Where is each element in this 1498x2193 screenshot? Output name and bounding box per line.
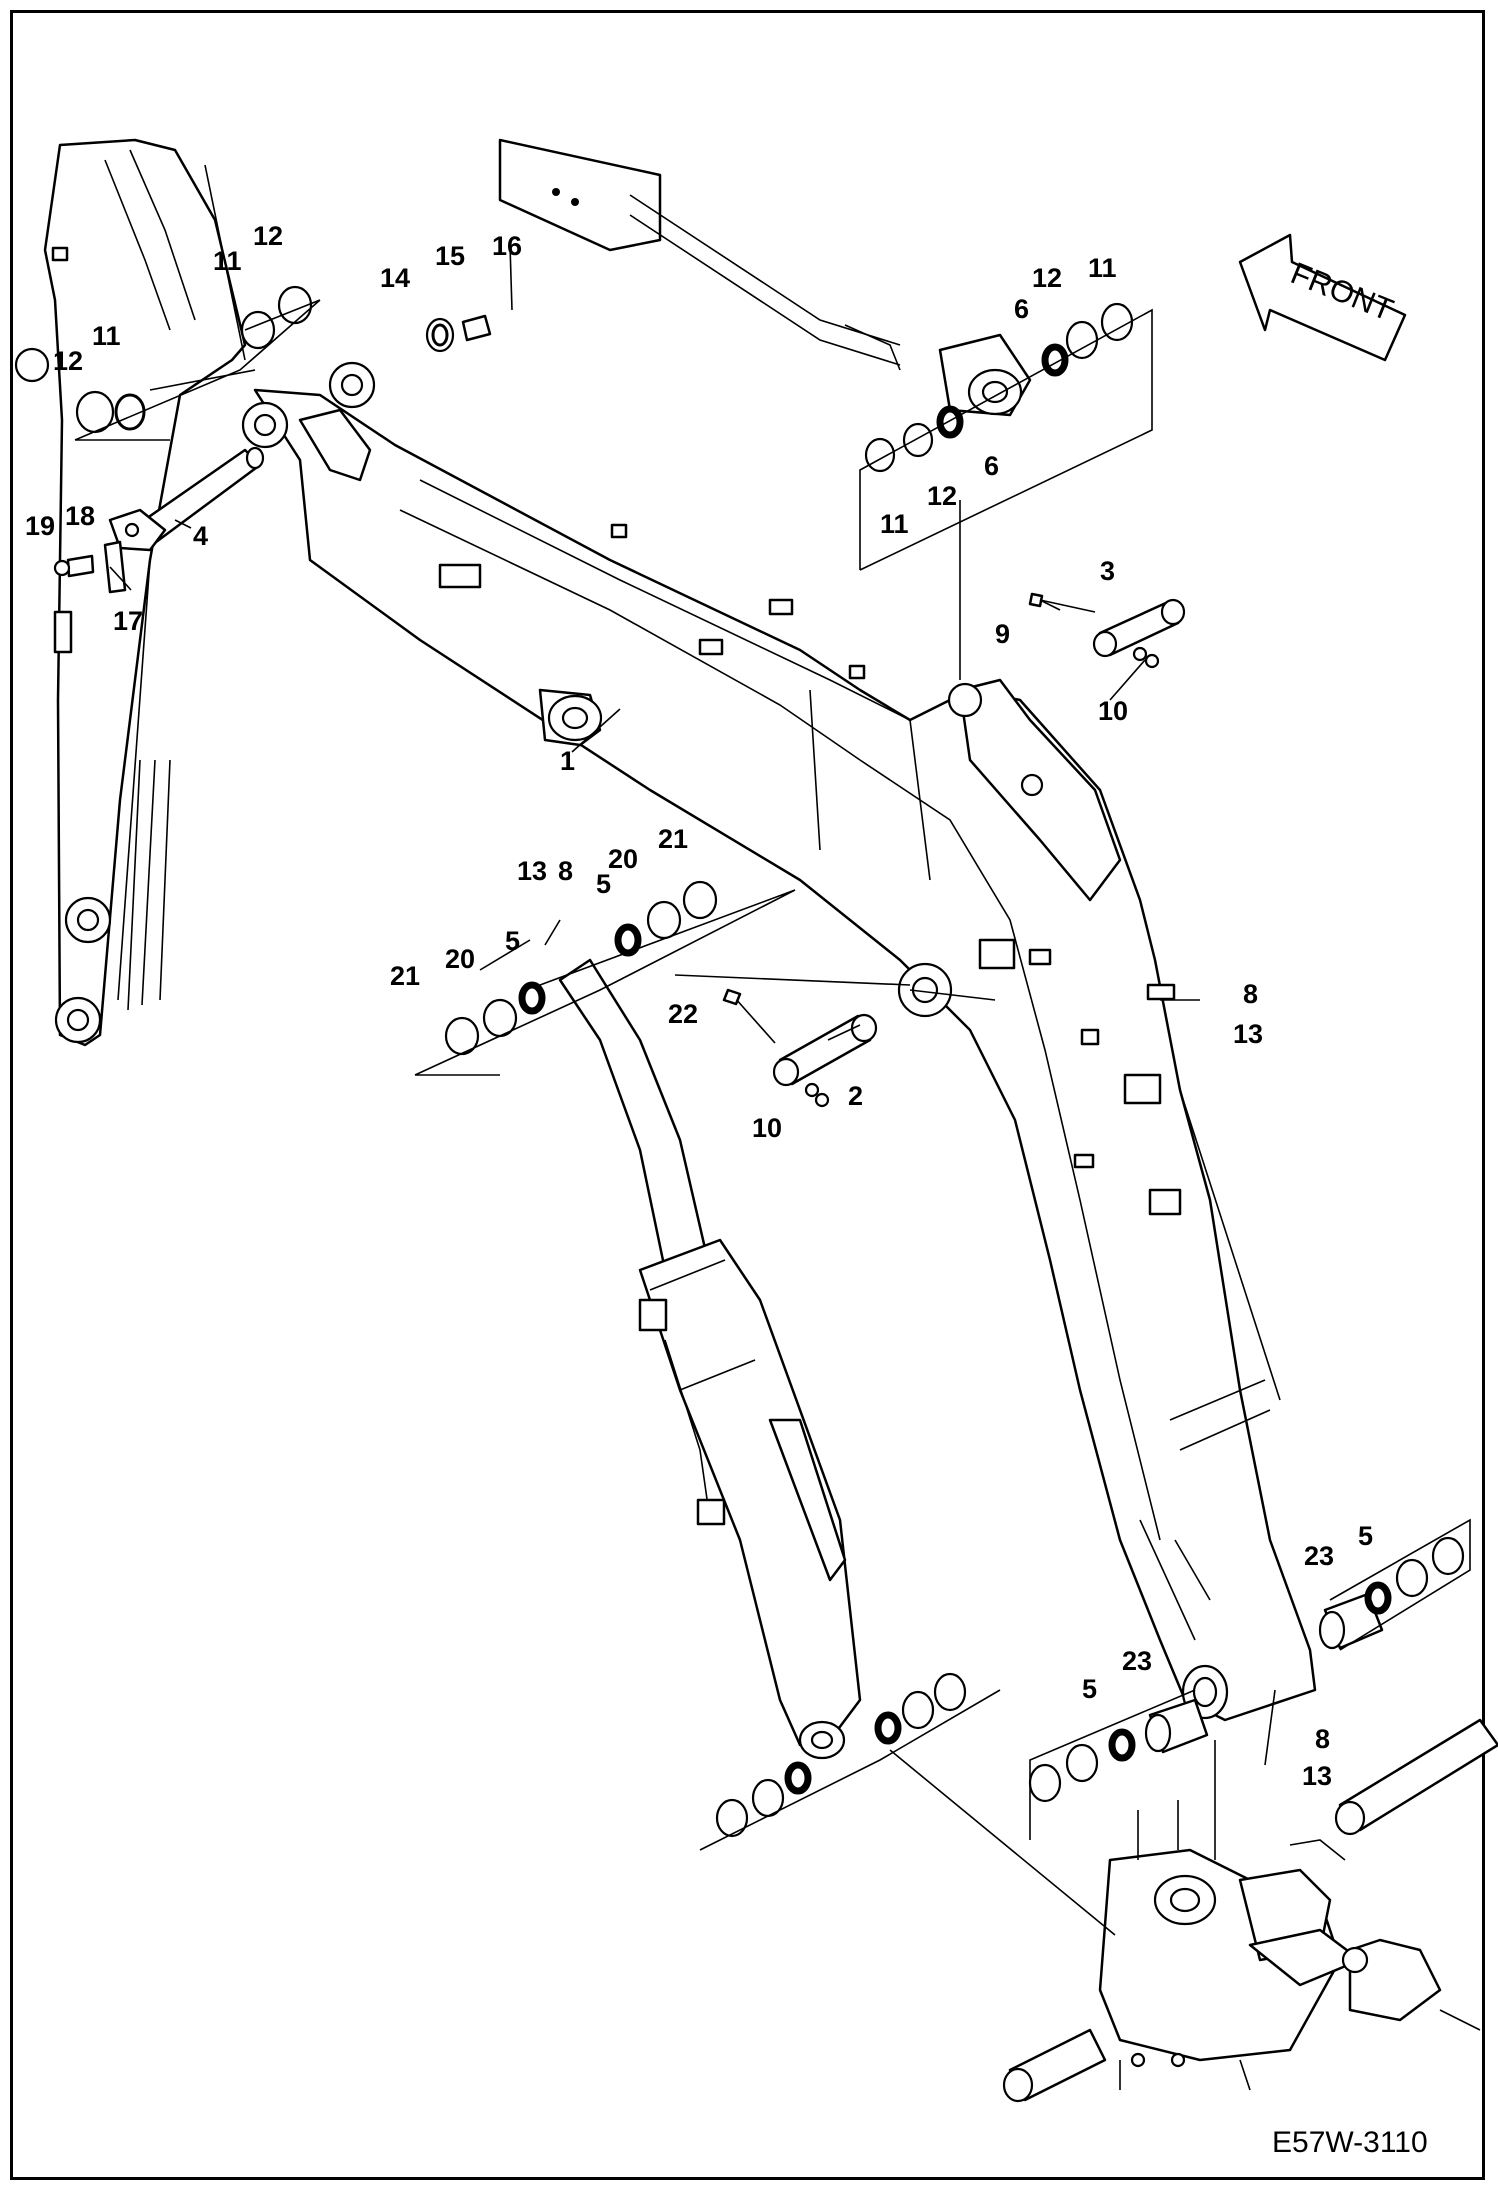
- callout-6-upper: 6: [1014, 294, 1029, 324]
- callout-12-lower-right: 12: [927, 481, 957, 511]
- callout-18: 18: [65, 501, 95, 531]
- drawing-code: E57W-3110: [1272, 2126, 1428, 2159]
- callout-12-mid-left: 12: [53, 346, 83, 376]
- callout-23-right: 23: [1304, 1541, 1334, 1571]
- swing-bracket: [1098, 1839, 1481, 2091]
- callout-8-head: 8: [558, 856, 573, 886]
- loose-parts: [53, 244, 1498, 2103]
- callout-13-head: 13: [517, 856, 547, 886]
- callout-12-top-left: 12: [253, 221, 283, 251]
- arm-cylinder: [498, 138, 1032, 417]
- callout-12-top-right: 12: [1032, 263, 1062, 293]
- callout-15: 15: [435, 241, 465, 271]
- callout-13-foot: 13: [1302, 1761, 1332, 1791]
- callout-21-left: 21: [390, 961, 420, 991]
- callout-11-top-right: 11: [1088, 253, 1117, 283]
- callout-8-foot: 8: [1315, 1724, 1330, 1754]
- callout-4: 4: [193, 521, 208, 551]
- callout-20-right: 20: [608, 844, 638, 874]
- callout-17: 17: [113, 606, 143, 636]
- callout-8-right: 8: [1243, 979, 1258, 1009]
- callout-11-mid-left: 11: [92, 321, 121, 351]
- callout-20-left: 20: [445, 944, 475, 974]
- callout-13-right: 13: [1233, 1019, 1263, 1049]
- callout-11-lower-right: 11: [880, 509, 909, 539]
- boom-cylinder: [538, 688, 862, 1760]
- callout-5-right-bottom: 5: [1358, 1521, 1373, 1551]
- arm-assembly: [14, 138, 256, 1047]
- callout-5-foot: 5: [1082, 1674, 1097, 1704]
- callout-5-right-head: 5: [596, 869, 611, 899]
- callout-6-lower: 6: [984, 451, 999, 481]
- callout-21-right: 21: [658, 824, 688, 854]
- callout-10-upper: 10: [1098, 696, 1128, 726]
- callout-10-lower: 10: [752, 1113, 782, 1143]
- boom-assembly: [241, 361, 1317, 1722]
- callout-2: 2: [848, 1081, 863, 1111]
- callout-11-top-left: 11: [213, 246, 242, 276]
- callout-19: 19: [25, 511, 55, 541]
- callout-labels: 1 2 3 4 5 5 5 5 6 6 8 8 8 9 10 10 11 11 …: [25, 221, 1373, 1791]
- assembly-outlines: [74, 299, 1471, 1851]
- callout-22: 22: [668, 999, 698, 1029]
- front-direction-arrow: FRONT: [1238, 233, 1407, 362]
- callout-9: 9: [995, 619, 1010, 649]
- leader-lines: [109, 500, 1276, 1936]
- callout-5-left-head: 5: [505, 926, 520, 956]
- callout-16: 16: [492, 231, 522, 261]
- callout-23-foot: 23: [1122, 1646, 1152, 1676]
- callout-14: 14: [380, 263, 410, 293]
- callout-1: 1: [560, 746, 575, 776]
- callout-3: 3: [1100, 556, 1115, 586]
